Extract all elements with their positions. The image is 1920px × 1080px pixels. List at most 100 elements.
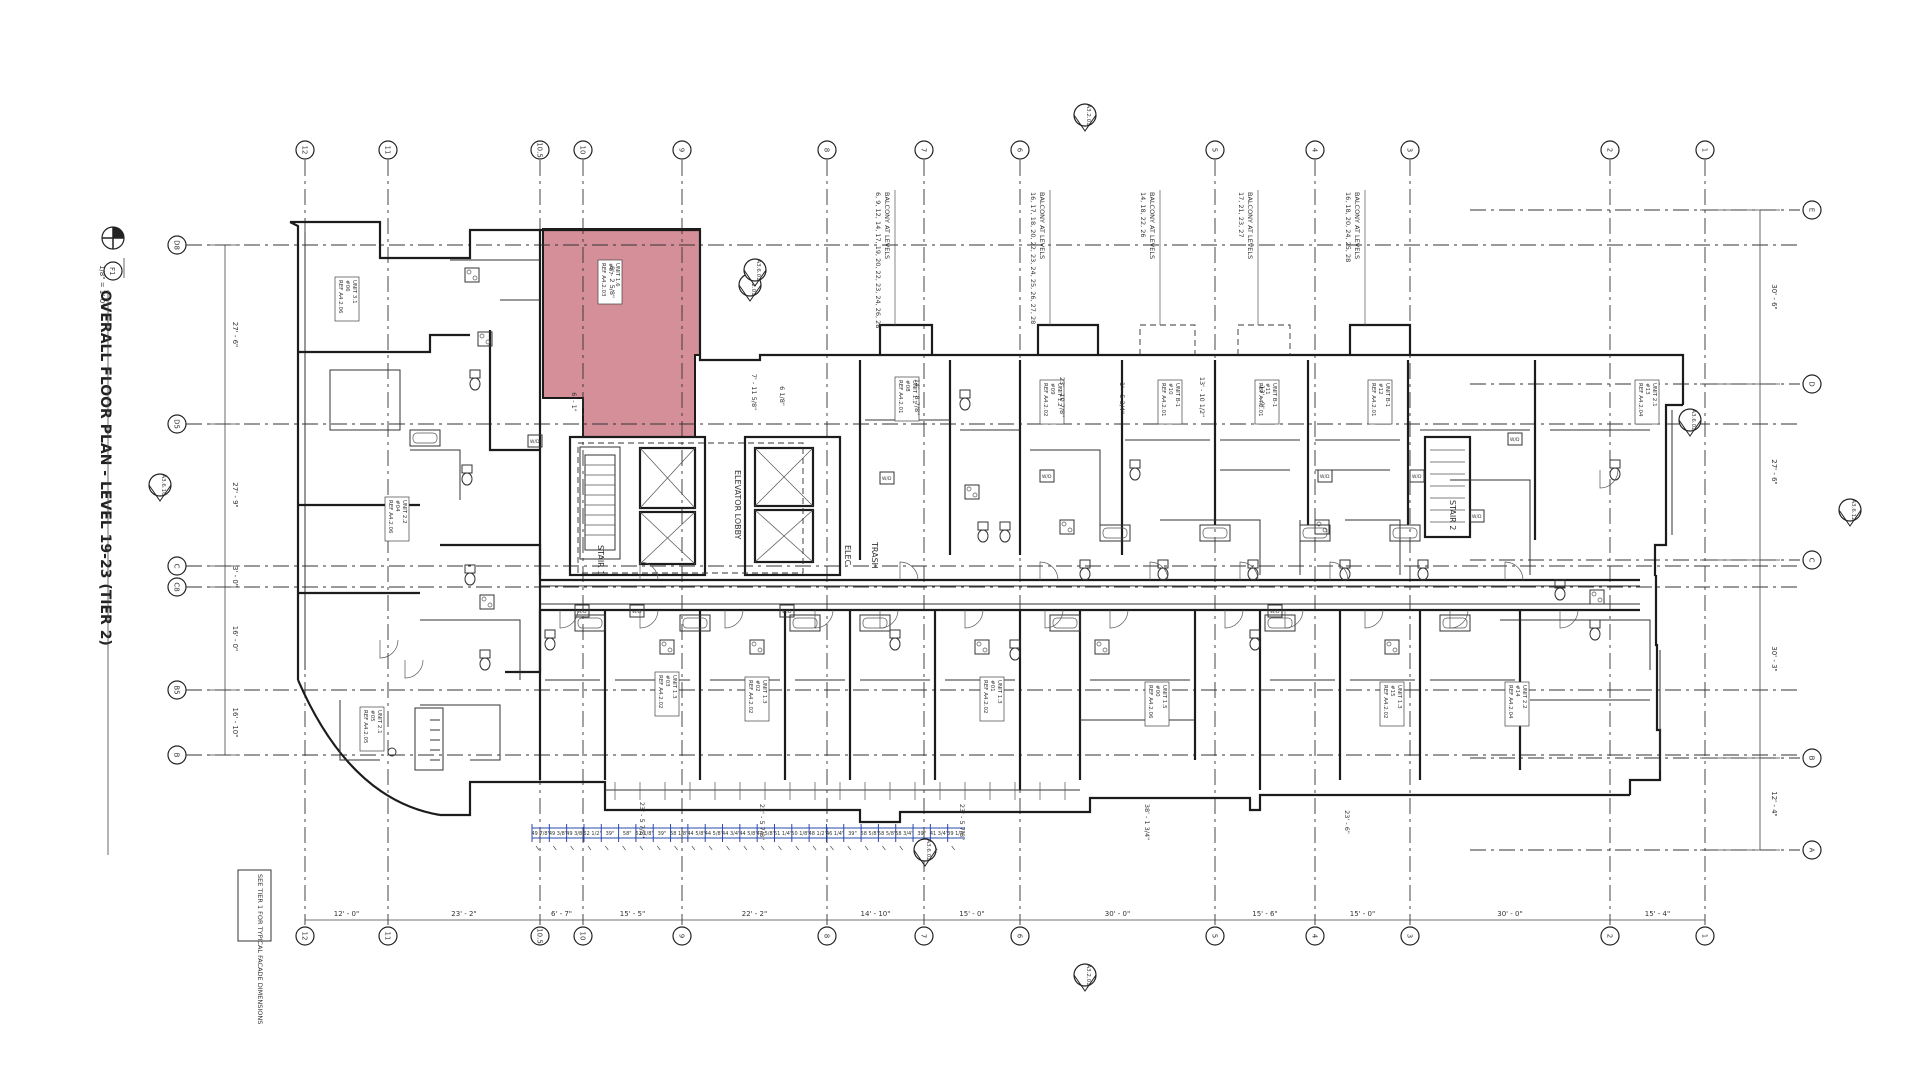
door-swing-icon [1559,609,1579,629]
door-swings [379,469,1619,679]
door-swing-icon [1599,469,1619,489]
bathtub-icon [679,614,711,632]
washer-dryer-label: W/D [1320,474,1330,480]
burner-icon [479,333,485,339]
balcony-note-text: BALCONY AT LEVELS [883,192,891,259]
section-tag-label: A3.6.02 [1690,409,1696,430]
section-tag-2: A3.2.01 [738,273,762,302]
section-tag-pointer-icon [1678,419,1702,437]
dimension-lines [210,209,1780,921]
grid-bubble-left-B-label: B [173,753,181,758]
facade-dim-mark [535,845,540,851]
toilet-bowl-icon [1554,587,1566,601]
grid-bubble-right-A-label: A [1808,848,1816,853]
grid-bubble-top-10-label: 10 [579,146,587,155]
burner-icon [1067,527,1073,533]
interior-dim-text: 13' - 10 1/2" [1198,377,1206,417]
unit-tag-bottom-4-box [979,676,1005,722]
unit-tag-bottom-1-box [384,496,410,542]
grid-bubble-top-10-circle [573,140,593,160]
grid-bubble-bottom-11-circle [378,926,398,946]
toilet-icon [999,521,1011,531]
unit-tag-bottom-3-line: #02 [754,680,760,692]
grid-bubble-left-C8-circle [167,577,187,597]
unit-tag-bottom-1-line: #04 [394,500,400,512]
facade-dim-text: 50 1/8" [791,831,809,837]
washer-dryer-icon [1469,509,1485,523]
grid-bubble-top-12-circle [295,140,315,160]
washer-dryer-label: W/D [1412,474,1422,480]
facade-dim-text: 58" [623,831,632,837]
grid-bubble-bottom-10: 10 [573,926,593,946]
door-swing-icon [1044,609,1064,629]
unit-tag-top-6-line: #12 [1377,383,1383,395]
toilet-bowl-icon [999,529,1011,543]
grid-bubble-bottom-5: 5 [1205,926,1225,946]
facade-dim-mark [864,845,869,851]
grid-bubble-right-D-label: D [1808,381,1816,386]
burner-icon [976,641,982,647]
bathtub-basin-icon [1052,617,1078,629]
toilet-bowl-icon [461,472,473,486]
toilet-bowl-icon [1009,647,1021,661]
bottom-dim-text: 22' - 2" [742,910,767,918]
grid-bubble-top-3-circle [1400,140,1420,160]
door-swing-icon [1239,561,1259,581]
facade-dimension-string: 49 7/8"49 3/8"49 3/8"52 1/2"39"58"62 1/8… [531,824,965,851]
interior-dim-text: 38' - 1 3/4" [1143,804,1151,840]
facade-dim-text: 39" [917,831,926,837]
grid-bubble-bottom-5-circle [1205,926,1225,946]
section-tag-label: A3.2.01 [1085,104,1091,125]
section-tag-4: A3.6.02 [1678,408,1702,437]
facade-dim-mark [691,845,696,851]
unit-tag-top-3-line: UNIT 1.2 [1056,383,1062,407]
elec-label: ELEC. [843,545,852,568]
burner-icon [1597,597,1603,603]
washer-dryer-label: W/D [577,609,587,615]
burner-icon [972,492,978,498]
toilet-bowl-icon [479,657,491,671]
interior-dim-text: 1' - 5 3/4" [1118,382,1126,414]
door-swing-icon [814,609,834,629]
bathtub-icon [574,614,606,632]
door-swing-icon [1504,561,1524,581]
facade-mullions [605,782,1080,800]
grid-bubble-left-C8-label: C8 [173,582,181,591]
grid-bubble-bottom-8-circle [817,926,837,946]
facade-dim-mark [708,845,713,851]
grid-bubble-bottom-1-label: 1 [1701,934,1709,938]
bottom-dim-text: 15' - 0" [1350,910,1375,918]
unit-tag-top-0-line: REF A4.2.06 [337,280,343,314]
grid-bubble-right-B: B [1802,748,1822,768]
grid-bubble-right-E: E [1802,200,1822,220]
interior-dim-text: 6 1/8" [778,386,786,406]
grid-bubble-bottom-10-circle [573,926,593,946]
washer-dryer-icon [1507,432,1523,446]
interior-dim-text: 23' - 5 7/8" [638,802,646,838]
grid-bubble-top-3: 3 [1400,140,1420,160]
washer-dryer-label: W/D [1472,514,1482,520]
room-labels: ELEVATOR LOBBY STAIR 1 STAIR 2 TRASH ELE… [596,470,1457,575]
bathtub-icon [1389,524,1421,542]
grid-bubble-right-C-circle [1802,550,1822,570]
grid-bubble-bottom-3-circle [1400,926,1420,946]
unit-tag-bottom-5-line: REF A4.2.06 [1147,685,1153,719]
section-tag-label: A3.2.01 [1085,964,1091,985]
cooktop-icon [964,484,980,500]
burner-icon [966,486,972,492]
unit-tag-bottom-7-line: REF A4.2.04 [1507,685,1513,719]
unit-tag-bottom-1-line: UNIT 2.2 [401,500,407,524]
unit-tag-top-1-line: UNIT 1.6 [614,263,620,287]
interior-dim-text: 8' - 2 5/8" [608,266,616,298]
facade-dim-text: 58 1/8" [670,831,688,837]
section-tag-circle [1073,963,1097,987]
right-dim-text: 12' - 4" [1770,791,1778,816]
stair-2-label: STAIR 2 [1448,500,1457,530]
section-tag-pointer-icon [738,284,762,302]
unit-tag-top-0-line: #06 [344,280,350,292]
grid-bubble-bottom-10.5-label: 10.5 [536,928,544,944]
unit-tag-top-4-line: #10 [1167,383,1173,395]
unit-tag-top-1-line: #07 [607,263,613,275]
